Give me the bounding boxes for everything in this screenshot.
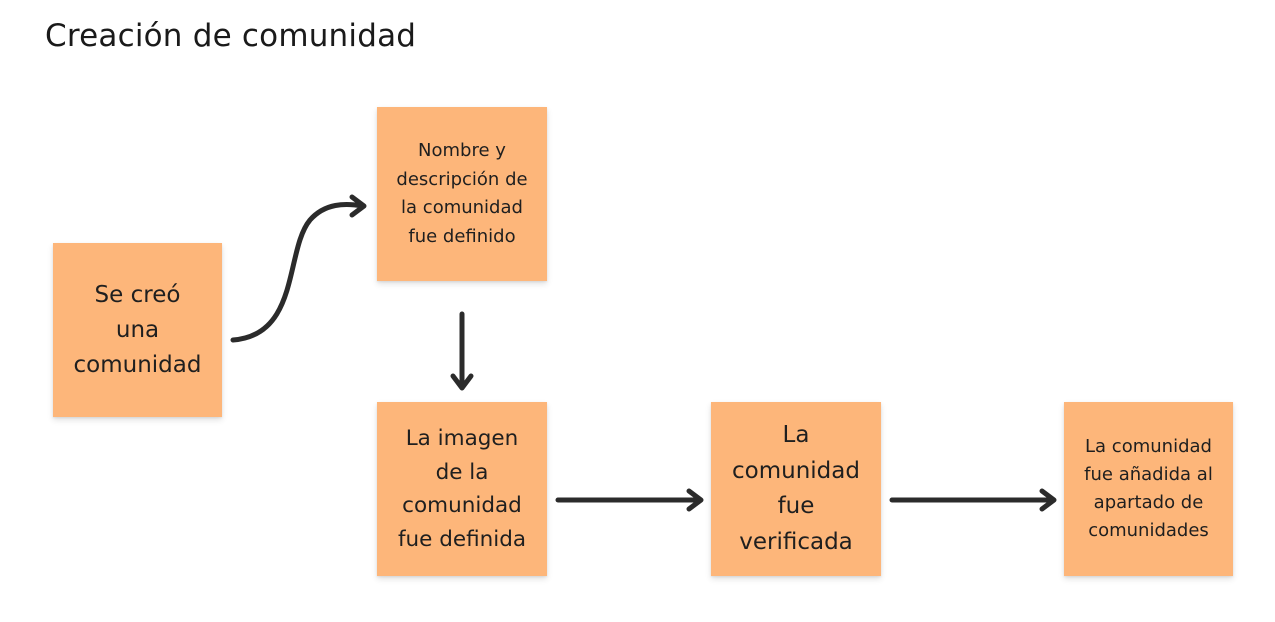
sticky-note-name-description-defined[interactable]: Nombre y descripción de la comunidad fue… <box>377 107 547 281</box>
arrowhead-n2-n3 <box>450 373 474 391</box>
note-text: La comunidad fue añadida al apartado de … <box>1084 436 1213 541</box>
sticky-note-community-verified[interactable]: La comunidad fue verificada <box>711 402 881 576</box>
note-text: Se creó una comunidad <box>73 281 202 378</box>
note-text: Nombre y descripción de la comunidad fue… <box>396 140 528 247</box>
sticky-note-community-created[interactable]: Se creó una comunidad <box>53 243 222 417</box>
arrowhead-n4-n5 <box>1039 488 1057 512</box>
arrowhead-n3-n4 <box>686 488 704 512</box>
arrowhead-n1-n2 <box>349 194 367 218</box>
note-text: La imagen de la comunidad fue definida <box>397 426 527 552</box>
note-text: La comunidad fue verificada <box>732 422 860 555</box>
diagram-title: Creación de comunidad <box>45 18 417 54</box>
connector-n1-n2 <box>230 202 366 343</box>
sticky-note-community-added[interactable]: La comunidad fue añadida al apartado de … <box>1064 402 1233 576</box>
sticky-note-image-defined[interactable]: La imagen de la comunidad fue definida <box>377 402 547 576</box>
